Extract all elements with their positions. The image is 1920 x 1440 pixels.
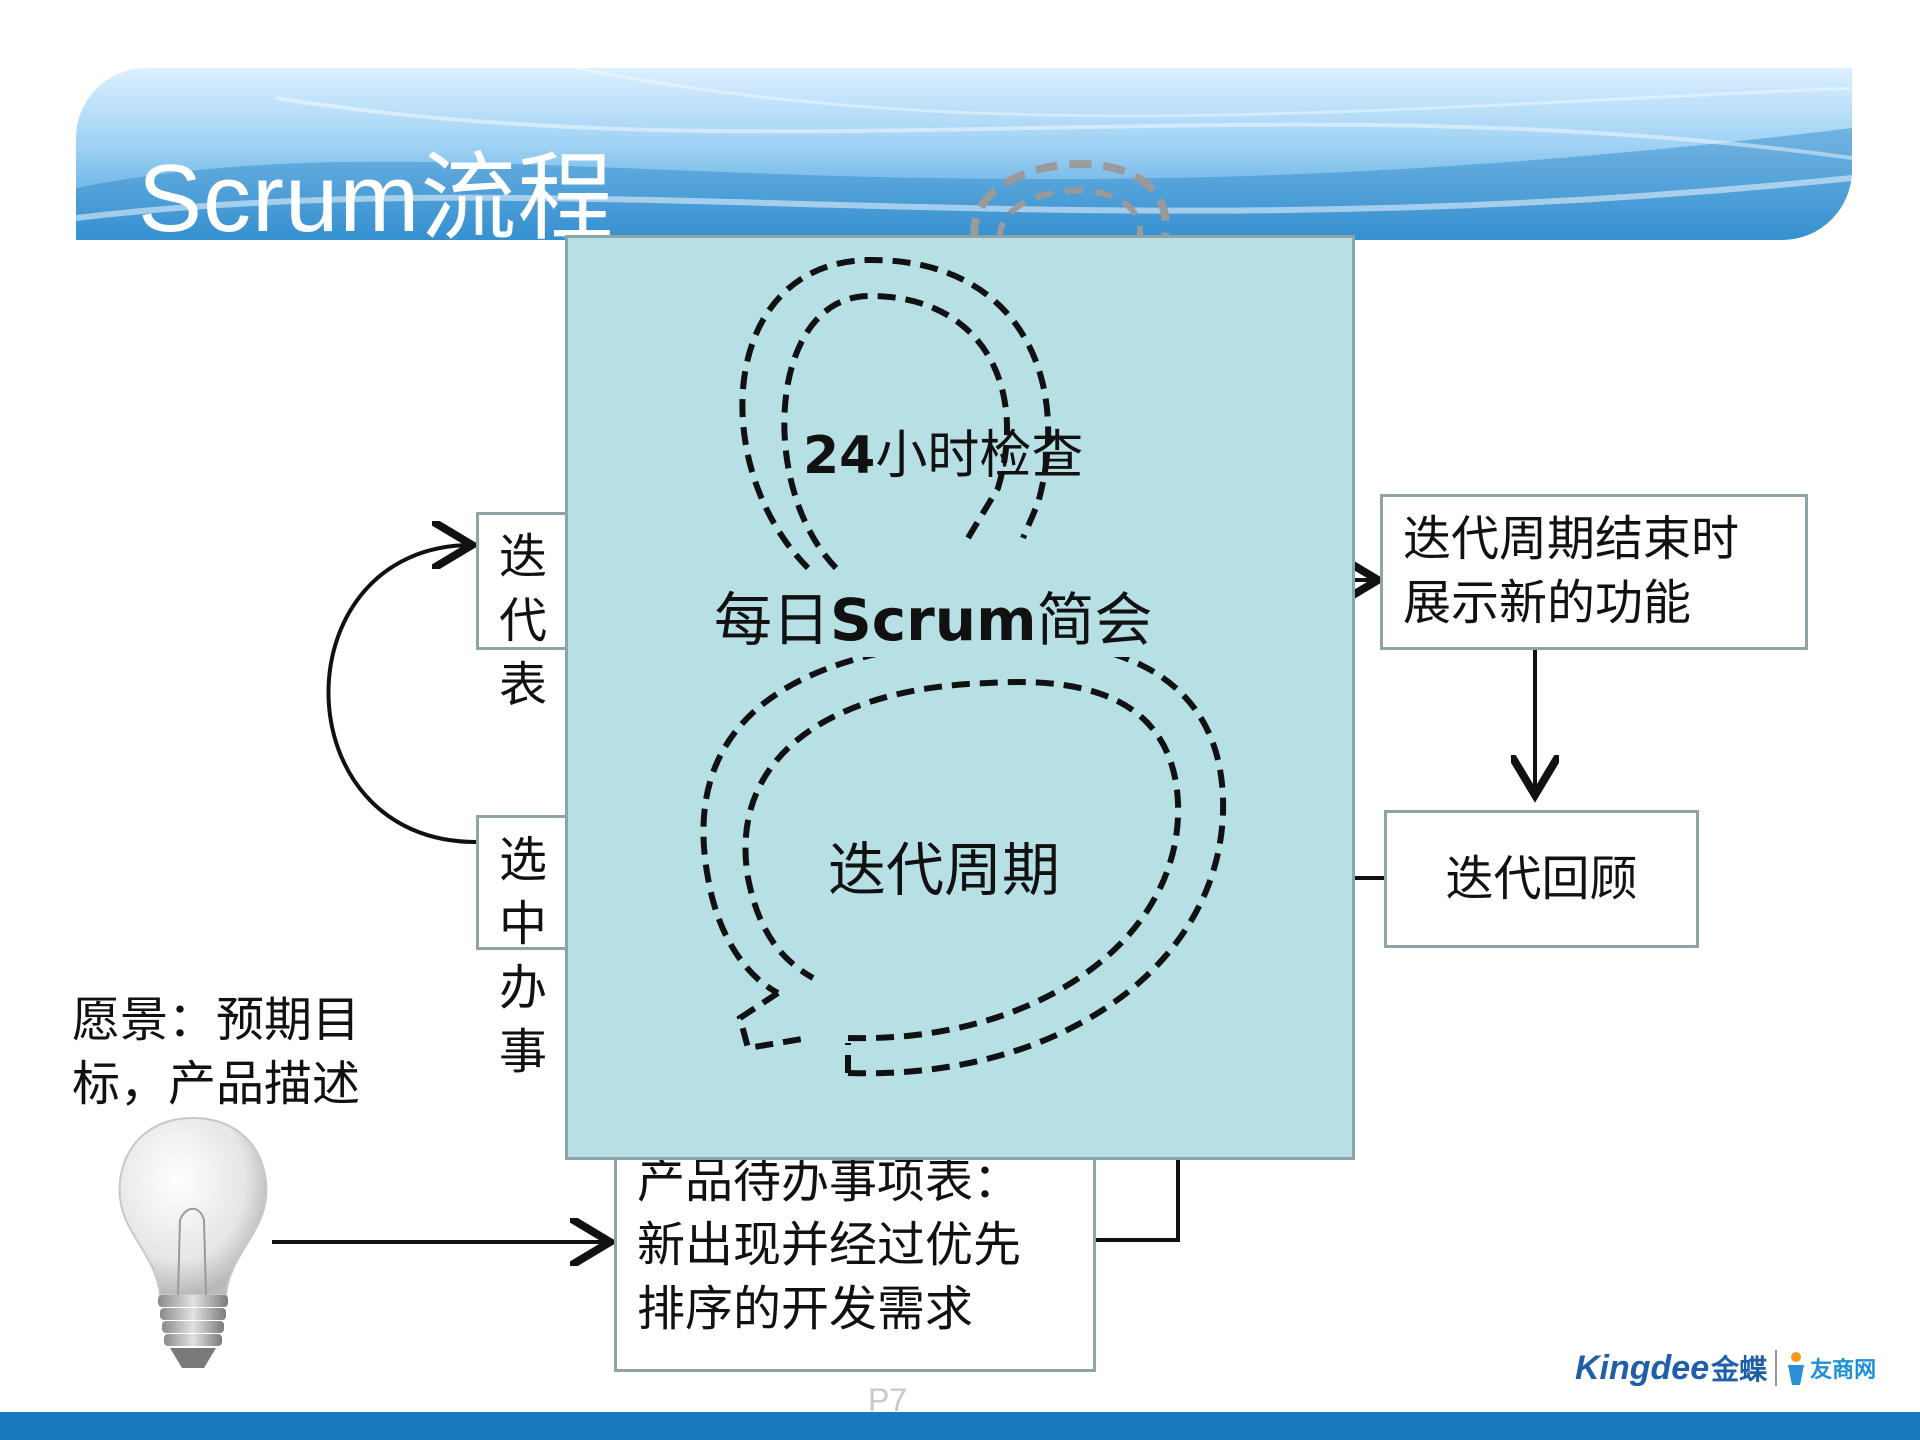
banner-wave-decoration — [76, 68, 1852, 240]
company-logo: Kingdee 金蝶 友商网 — [1575, 1348, 1876, 1388]
sprint-backlog-line1: 迭代 — [499, 529, 548, 649]
vision-line2: 标，产品描述 — [72, 1056, 361, 1112]
logo-divider — [1775, 1350, 1778, 1386]
title-banner: Scrum流程 — [76, 68, 1852, 240]
inspect-label: 24小时检查 — [803, 413, 1083, 488]
inspect-label-bold: 24 — [803, 426, 876, 486]
daily-cycle-arrow — [739, 256, 1052, 571]
sprint-demo-box: 迭代周期结束时 展示新的功能 — [1380, 494, 1808, 650]
vision-text: 愿景：预期目 标，产品描述 — [72, 988, 360, 1116]
lightbulb-icon — [118, 1116, 268, 1368]
grey-dashed-loop — [970, 160, 1170, 241]
vision-line1: 愿景：预期目 — [72, 992, 361, 1048]
daily-scrum-a: 每日 — [714, 586, 831, 654]
demo-line2: 展示新的功能 — [1403, 575, 1692, 631]
slide-title: Scrum流程 — [138, 145, 615, 240]
sprint-backlog-line2: 表 — [499, 657, 548, 713]
sprint-label: 迭代周期 — [828, 836, 1061, 904]
daily-scrum-label: 每日Scrum简会 — [708, 573, 1159, 657]
selected-backlog-line2: 办事 — [499, 960, 548, 1080]
inspect-label-rest: 小时检查 — [875, 426, 1084, 486]
logo-kingdee: Kingdee — [1575, 1348, 1710, 1387]
retrospective-box: 迭代回顾 — [1384, 810, 1699, 948]
daily-scrum-bold: Scrum — [830, 586, 1037, 654]
cycle-arrows-graphic — [700, 256, 1227, 1077]
retrospective-label: 迭代回顾 — [1445, 851, 1638, 907]
scrum-cycle-overlay: 24小时检查 每日Scrum简会 迭代周期 — [565, 235, 1355, 1160]
line-backlog-up — [1096, 1160, 1180, 1242]
product-backlog-line3: 排序的开发需求 — [637, 1281, 974, 1337]
product-backlog-line2: 新出现并经过优先 — [637, 1217, 1022, 1273]
footer-bar — [0, 1412, 1920, 1440]
logo-kingdee-cn: 金蝶 — [1711, 1353, 1768, 1386]
selected-backlog-line1: 选中 — [499, 832, 548, 952]
person-icon — [1788, 1352, 1805, 1385]
logo-youshang: 友商网 — [1810, 1358, 1877, 1383]
daily-scrum-b: 简会 — [1036, 586, 1153, 654]
loop-arrow — [326, 545, 476, 844]
sprint-backlog-box: 迭代 表 — [476, 512, 596, 713]
product-backlog-line1: 产品待办事项表： — [637, 1153, 1022, 1209]
demo-line1: 迭代周期结束时 — [1403, 511, 1740, 567]
